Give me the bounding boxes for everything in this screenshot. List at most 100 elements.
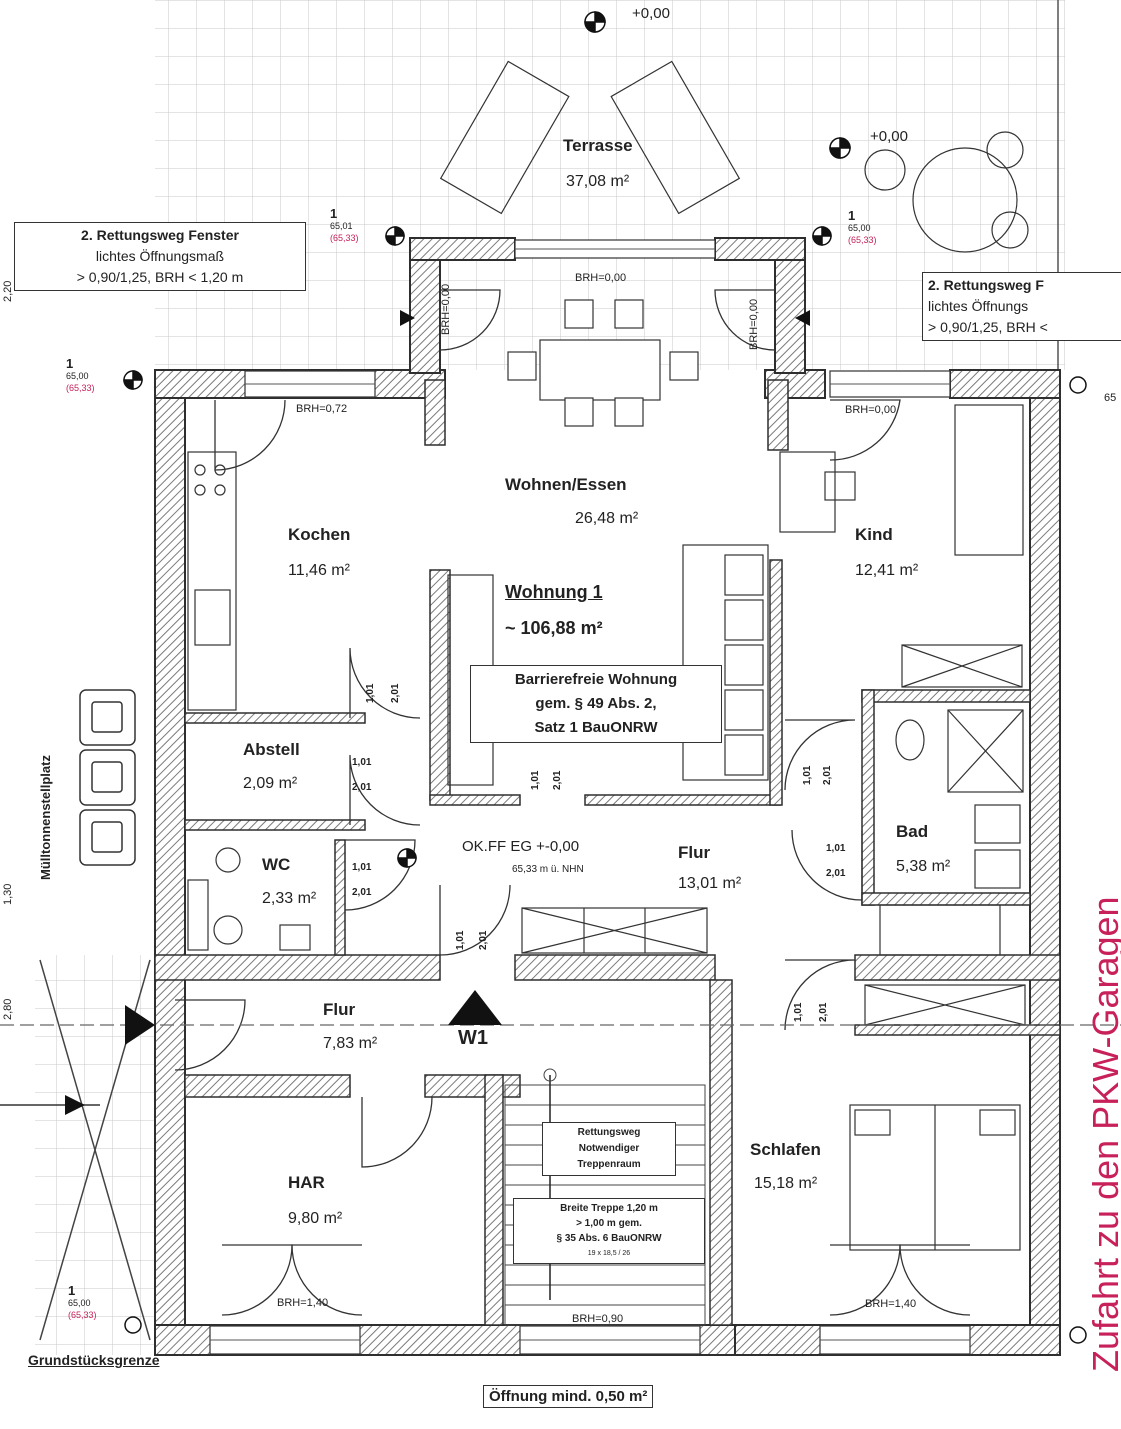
kid-furniture (779, 404, 1024, 688)
sill-label-har: BRH=1,40 (277, 1297, 329, 1309)
stair-width-line1: Breite Treppe 1,20 m (560, 1203, 658, 1214)
terrace-level-top: +0,00 (632, 5, 670, 22)
level-mark-4-value: 65,00 (68, 1298, 91, 1308)
level-mark-4: 1 65,00 (65,33) (68, 1283, 97, 1321)
door-dim-kochen-a: 1,01 (365, 683, 376, 703)
stair-width-note: Breite Treppe 1,20 m > 1,00 m gem. § 35 … (513, 1198, 705, 1264)
side-dim-1: 2,20 (2, 280, 14, 302)
room-har-name: HAR (288, 1173, 325, 1192)
boundary-label: Grundstücksgrenze (28, 1352, 160, 1368)
room-flur-main-area: 13,01 m² (678, 875, 742, 892)
door-dim-wohnen-b: 2,01 (552, 770, 563, 790)
stair-note: Rettungsweg Notwendiger Treppenraum (542, 1122, 676, 1176)
entry-arrow-head (65, 1095, 85, 1115)
entrance-marker-w1 (448, 990, 502, 1025)
door-dim-abstell-b: 2,01 (352, 782, 372, 793)
right-pier (767, 379, 789, 451)
stair-width-line4: 19 x 18,5 / 26 (587, 1250, 631, 1257)
level-mark-1: 1 65,01 (65,33) (330, 206, 359, 244)
level-mark-4-num: 1 (68, 1283, 76, 1298)
level-mark-1-sub: (65,33) (330, 233, 359, 243)
sill-label-schlafen: BRH=1,40 (865, 1298, 917, 1310)
room-wohnen-name: Wohnen/Essen (505, 475, 627, 494)
left-pier (424, 379, 446, 446)
bath-fixtures (879, 709, 1024, 956)
level-mark-3: 1 65,00 (65,33) (66, 356, 95, 394)
level-mark-1-num: 1 (330, 206, 338, 221)
rescue-right-line1: 2. Rettungsweg F (928, 277, 1044, 293)
side-dim-2: 1,30 (2, 883, 14, 905)
bins-label: Mülltonnenstellplatz (38, 755, 53, 880)
door-dim-hall-a: 1,01 (455, 930, 466, 950)
rescue-left-line1: 2. Rettungsweg Fenster (81, 227, 239, 243)
interior-walls (154, 559, 1061, 1326)
terrace-name: Terrasse (563, 136, 633, 155)
room-schlafen-name: Schlafen (750, 1140, 821, 1159)
level-mark-1-value: 65,01 (330, 221, 353, 231)
rescue-left-line3: > 0,90/1,25, BRH < 1,20 m (76, 269, 244, 285)
room-kind-area: 12,41 m² (855, 562, 919, 579)
sill-label-stair: BRH=0,90 (572, 1313, 624, 1325)
terrace-area: 37,08 m² (566, 173, 630, 190)
room-kochen-area: 11,46 m² (288, 562, 350, 579)
level-mark-3-num: 1 (66, 356, 74, 371)
sill-label-kitchen: BRH=0,72 (296, 403, 348, 415)
bedroom-furniture (849, 1104, 1021, 1251)
side-dim-3: 2,80 (2, 998, 14, 1020)
room-flur-entry-area: 7,83 m² (323, 1035, 378, 1052)
door-dim-kochen-b: 2,01 (390, 683, 401, 703)
sill-label-dining: BRH=0,00 (575, 272, 627, 284)
room-bad-name: Bad (896, 822, 929, 841)
room-bad-area: 5,38 m² (896, 858, 951, 875)
room-schlafen-area: 15,18 m² (754, 1175, 818, 1192)
room-kind-name: Kind (855, 525, 893, 544)
room-wc-area: 2,33 m² (262, 890, 317, 907)
apartment-title: Wohnung 1 (505, 582, 603, 602)
door-dim-wohnen-a: 1,01 (530, 770, 541, 790)
floor-level-line1: OK.FF EG +-0,00 (462, 838, 580, 855)
barrier-free-line3: Satz 1 BauONRW (534, 719, 658, 736)
stair-width-line2: > 1,00 m gem. (576, 1218, 642, 1229)
door-dim-wc-b: 2,01 (352, 887, 372, 898)
level-mark-2-num: 1 (848, 208, 856, 223)
door-dim-abstell-a: 1,01 (352, 757, 372, 768)
barrier-free-line2: gem. § 49 Abs. 2, (535, 695, 657, 712)
window-panes (210, 248, 970, 1341)
garage-access-label: Zufahrt zu den PKW-Garagen (1085, 896, 1121, 1372)
door-dim-kind-b: 2,01 (822, 765, 833, 785)
room-kochen-name: Kochen (288, 525, 351, 544)
terrace-level-right: +0,00 (870, 128, 908, 145)
wc-fixtures (187, 847, 311, 951)
terrace-furniture (439, 60, 1029, 253)
rescue-arrows (400, 310, 810, 326)
rescue-right-line2: lichtes Öffnungs (928, 298, 1029, 314)
rescue-right-line3: > 0,90/1,25, BRH < (928, 319, 1048, 335)
hall-wardrobe (521, 907, 1026, 1026)
door-dim-bad-a: 1,01 (826, 843, 846, 854)
room-abstell-area: 2,09 m² (243, 775, 298, 792)
rescue-note-right: 2. Rettungsweg F lichtes Öffnungs > 0,90… (922, 272, 1121, 341)
level-symbols (123, 11, 1087, 1344)
stair-note-line1: Rettungsweg (577, 1127, 641, 1138)
room-har-area: 9,80 m² (288, 1210, 343, 1227)
dining-set (507, 299, 699, 427)
sill-label-kid: BRH=0,00 (845, 404, 897, 416)
opening-label: Öffnung mind. 0,50 m² (483, 1385, 654, 1408)
door-dim-schlafen-b: 2,01 (818, 1002, 829, 1022)
kitchen-counters (187, 451, 237, 711)
outer-walls (154, 237, 1061, 1356)
level-mark-3-value: 65,00 (66, 371, 89, 381)
barrier-free-note: Barrierefreie Wohnung gem. § 49 Abs. 2, … (470, 665, 722, 743)
barrier-free-line1: Barrierefreie Wohnung (514, 671, 678, 688)
sill-label-dining-left: BRH=0,00 (440, 283, 452, 335)
interior-floor (155, 370, 1060, 1355)
room-wohnen-area: 26,48 m² (575, 510, 639, 527)
room-wc-name: WC (262, 855, 291, 874)
door-dim-wc-a: 1,01 (352, 862, 372, 873)
door-dim-bad-b: 2,01 (826, 868, 846, 879)
entrance-arrow-left (125, 1005, 155, 1045)
level-mark-2-value: 65,00 (848, 223, 871, 233)
room-flur-entry-name: Flur (323, 1000, 356, 1019)
door-swings (174, 289, 971, 1316)
